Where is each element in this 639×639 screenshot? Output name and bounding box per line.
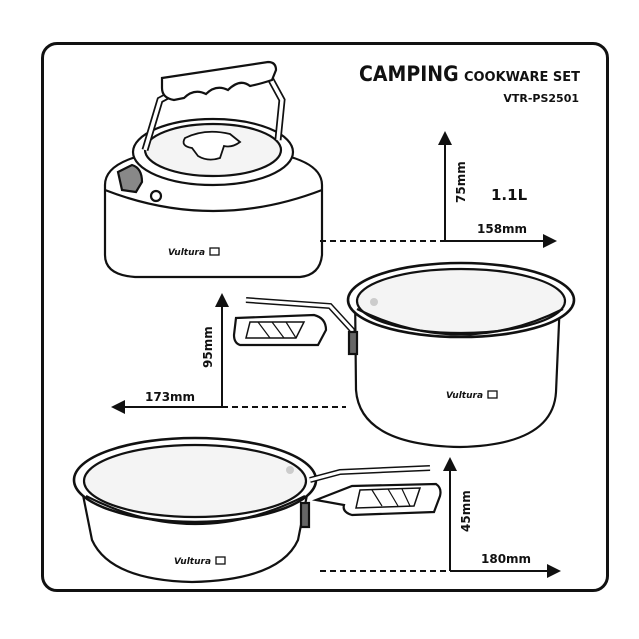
- pot: [232, 261, 576, 449]
- kettle-height-label: 75mm: [454, 161, 468, 203]
- pot-brand: Vultura: [446, 391, 483, 401]
- kettle-capacity-label: 1.1L: [491, 186, 528, 204]
- title-sub: COOKWARE SET: [463, 70, 580, 85]
- model-number: VTR-PS2501: [503, 92, 579, 105]
- kettle-width-label: 158mm: [477, 222, 527, 236]
- pot-height-label: 95mm: [201, 326, 215, 368]
- pan-width-label: 180mm: [481, 552, 531, 566]
- pot-width-label: 173mm: [145, 390, 195, 404]
- kettle: [103, 60, 324, 279]
- pan-brand: Vultura: [174, 557, 211, 567]
- pan: [72, 436, 442, 584]
- kettle-brand: Vultura: [168, 248, 205, 258]
- title-main: CAMPING: [358, 62, 459, 86]
- pan-height-label: 45mm: [459, 490, 473, 532]
- dimension-lines: [111, 131, 561, 578]
- title: CAMPING COOKWARE SET: [348, 62, 580, 86]
